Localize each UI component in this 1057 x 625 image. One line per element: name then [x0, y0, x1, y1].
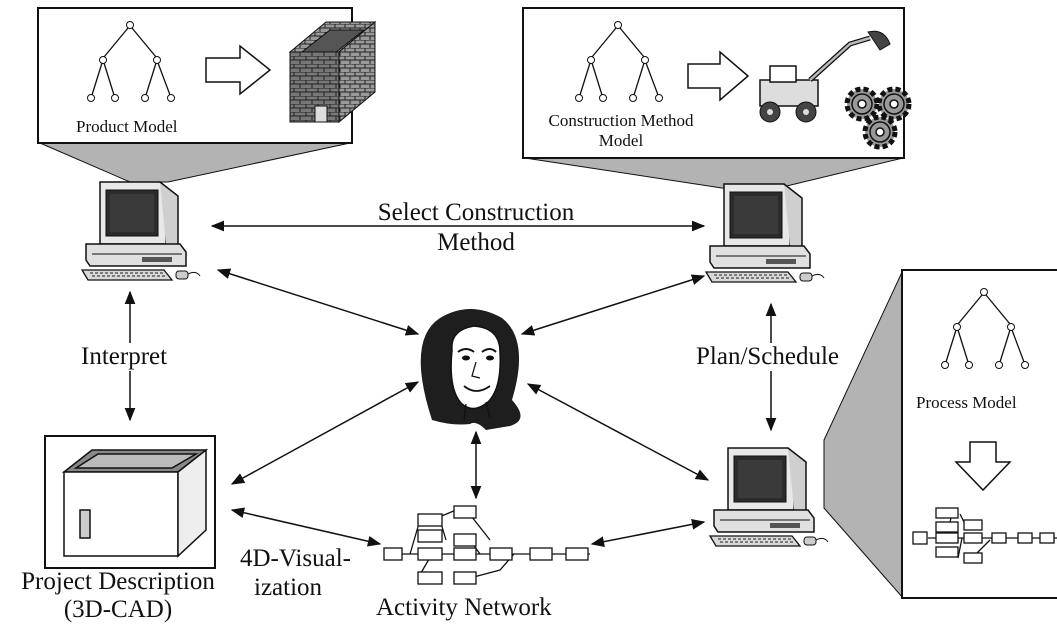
excavator-icon: [759, 30, 891, 123]
gears-icon: [844, 86, 912, 150]
construction-method-model-label-line2: Model: [598, 131, 644, 150]
product-model-arrow-icon: [205, 44, 272, 96]
arrow-cad-person: [230, 381, 420, 485]
plan-schedule-label: Plan/Schedule: [696, 343, 840, 371]
arrow-left-computer-person: [216, 268, 420, 336]
construction-method-funnel: [524, 157, 904, 191]
computer-bottom-right-icon: [709, 447, 829, 547]
brick-wall-icon: [288, 20, 377, 124]
visualization-label-line2: ization: [254, 574, 323, 601]
process-network-icon: [912, 507, 1057, 564]
activity-network-label: Activity Network: [376, 594, 552, 621]
select-construction-method-label-line1: Select Construction: [377, 199, 575, 226]
computer-left-icon: [81, 181, 201, 281]
computer-right-icon: [705, 183, 825, 283]
arrow-network-computer: [590, 519, 706, 547]
connection-arrows: [124, 220, 777, 547]
visualization-label-line1: 4D-Visual-: [240, 545, 351, 572]
project-description-label-line1: Project Description: [21, 568, 215, 595]
arrow-cad-network: [230, 507, 382, 547]
building-3d-icon: [61, 448, 209, 558]
process-model-label: Process Model: [916, 393, 1017, 412]
process-model-arrow-icon: [954, 441, 1012, 492]
project-description-label-line2: (3D-CAD): [63, 596, 173, 623]
product-model-funnel: [39, 142, 351, 183]
construction-method-arrow-icon: [687, 50, 750, 102]
product-model-label: Product Model: [76, 117, 178, 136]
activity-network-icon: [383, 505, 590, 585]
select-construction-method-label-line2: Method: [437, 229, 515, 256]
arrow-person-bottom-computer: [526, 383, 710, 481]
process-model-box: [901, 269, 1057, 599]
process-model-funnel: [823, 269, 904, 600]
construction-method-model-label-line1: Construction Method: [548, 111, 694, 130]
planner-person-icon: [420, 309, 521, 430]
arrow-right-computer-person: [520, 274, 706, 336]
interpret-label: Interpret: [81, 343, 168, 371]
